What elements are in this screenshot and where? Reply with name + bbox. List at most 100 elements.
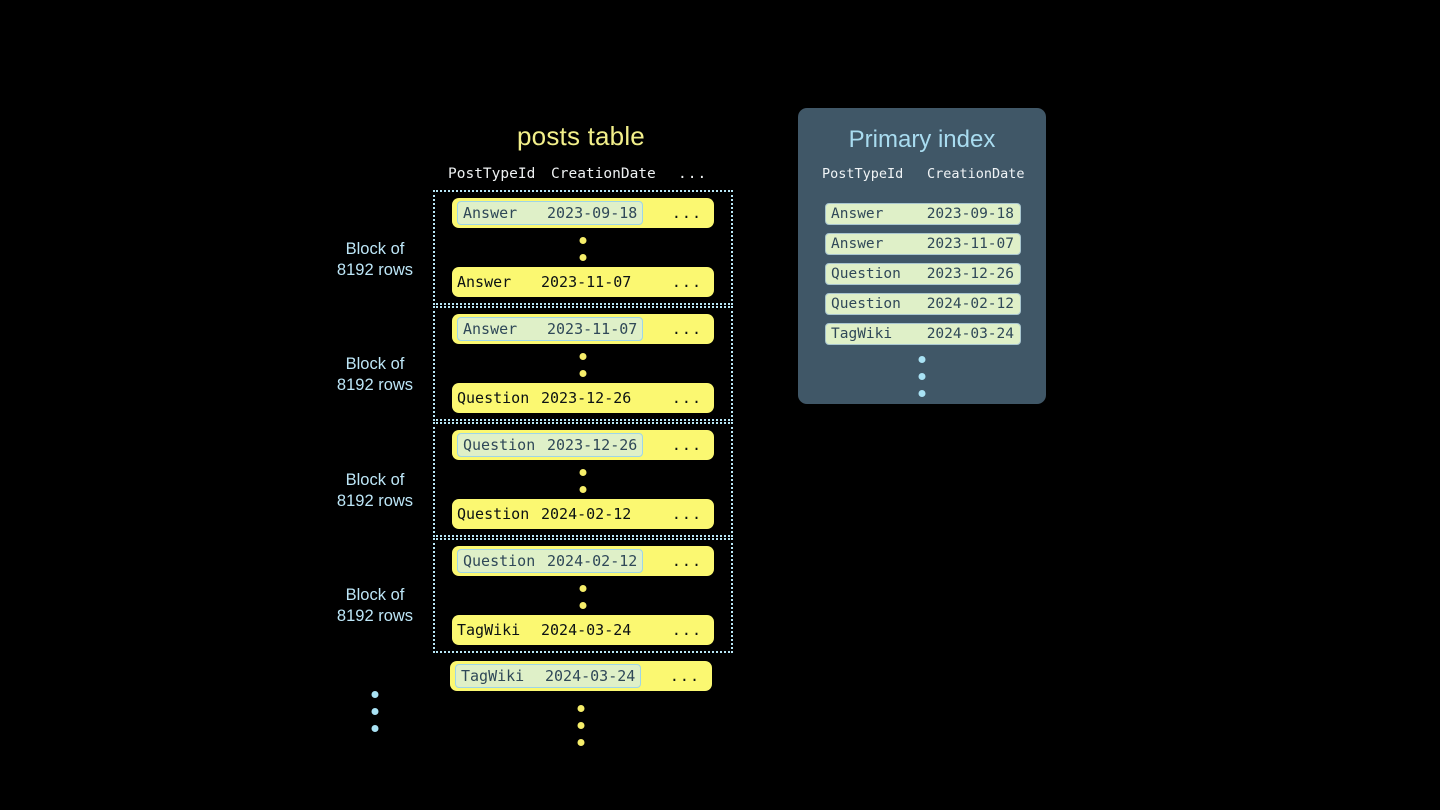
cell-posttypeid: Question xyxy=(457,389,530,407)
block-label-line1: Block of xyxy=(345,240,405,258)
dot xyxy=(579,353,587,360)
cell-posttypeid: Answer xyxy=(831,206,884,222)
cell-ellipsis: ... xyxy=(669,667,700,685)
cell-posttypeid: TagWiki xyxy=(831,326,893,342)
row-cells: Question 2023-12-26 xyxy=(457,432,644,457)
cell-posttypeid: Question xyxy=(457,505,530,523)
block-label-line2: 8192 rows xyxy=(336,376,414,394)
column-header-posttypeid: PostTypeId xyxy=(448,166,536,182)
dot xyxy=(918,356,926,363)
cell-posttypeid: Question xyxy=(463,551,536,570)
index-row[interactable]: Question 2024-02-12 xyxy=(825,293,1021,315)
cell-posttypeid: Question xyxy=(831,266,901,282)
column-header-posttypeid: PostTypeId xyxy=(822,166,904,182)
cell-posttypeid: Answer xyxy=(463,319,518,338)
cell-creationdate: 2024-03-24 xyxy=(926,326,1014,342)
index-row[interactable]: Question 2023-12-26 xyxy=(825,263,1021,285)
table-block: Question 2023-12-26 ... Question 2024-02-1… xyxy=(433,422,733,537)
dot xyxy=(579,370,587,377)
table-block: Question 2024-02-12 ... TagWiki 2024-03-24… xyxy=(433,538,733,653)
block-label-line1: Block of xyxy=(345,471,405,489)
cell-creationdate: 2023-11-07 xyxy=(541,273,632,291)
cell-creationdate: 2024-03-24 xyxy=(545,666,636,685)
dot xyxy=(371,708,379,715)
dot xyxy=(371,691,379,698)
table-row[interactable]: TagWiki 2024-03-24 ... xyxy=(450,661,712,691)
column-header-creationdate: CreationDate xyxy=(927,166,1025,182)
cell-ellipsis: ... xyxy=(671,621,702,639)
cell-posttypeid: Answer xyxy=(831,236,884,252)
cell-ellipsis: ... xyxy=(671,505,702,523)
table-row[interactable]: Question 2023-12-26 ... xyxy=(452,430,714,460)
block-label-line2: 8192 rows xyxy=(336,607,414,625)
primary-index-rows: Answer 2023-09-18 Answer 2023-11-07 Ques… xyxy=(825,203,1021,353)
dot xyxy=(577,705,585,712)
cell-creationdate: 2024-02-12 xyxy=(547,551,638,570)
posts-table-title: posts table xyxy=(517,121,645,151)
block-label-line1: Block of xyxy=(345,355,405,373)
block-label-line1: Block of xyxy=(345,586,405,604)
block-label-line2: 8192 rows xyxy=(336,492,414,510)
column-header-creationdate: CreationDate xyxy=(551,166,656,182)
index-continuation-dots xyxy=(918,351,926,402)
row-cells: Question 2023-12-26 xyxy=(457,386,631,410)
dot xyxy=(577,739,585,746)
column-header-ellipsis: ... xyxy=(678,166,708,182)
dot xyxy=(918,373,926,380)
cell-ellipsis: ... xyxy=(671,204,702,222)
cell-ellipsis: ... xyxy=(671,320,702,338)
table-row[interactable]: Question 2023-12-26 ... xyxy=(452,383,714,413)
dot xyxy=(579,585,587,592)
cell-creationdate: 2023-11-07 xyxy=(926,236,1014,252)
cell-creationdate: 2023-09-18 xyxy=(926,206,1014,222)
cell-creationdate: 2023-12-26 xyxy=(547,435,638,454)
dot xyxy=(577,722,585,729)
row-cells: Question 2024-02-12 xyxy=(457,502,631,526)
table-row[interactable]: Question 2024-02-12 ... xyxy=(452,499,714,529)
posts-table-column-headers: PostTypeId CreationDate ... xyxy=(448,166,716,186)
dot xyxy=(918,390,926,397)
cell-creationdate: 2024-03-24 xyxy=(541,621,632,639)
cell-posttypeid: TagWiki xyxy=(461,666,525,685)
row-cells: Answer 2023-09-18 xyxy=(457,200,644,225)
cell-posttypeid: Question xyxy=(831,296,901,312)
dot xyxy=(579,237,587,244)
block-label: Block of 8192 rows xyxy=(300,585,450,627)
table-row[interactable]: TagWiki 2024-03-24 ... xyxy=(452,615,714,645)
cell-posttypeid: TagWiki xyxy=(457,621,521,639)
primary-index-column-headers: PostTypeId CreationDate xyxy=(822,166,1032,186)
cell-creationdate: 2023-09-18 xyxy=(547,203,638,222)
cell-creationdate: 2024-02-12 xyxy=(541,505,632,523)
block-label-line2: 8192 rows xyxy=(336,261,414,279)
primary-index-panel: Primary index PostTypeId CreationDate An… xyxy=(798,108,1046,404)
primary-index-title: Primary index xyxy=(848,126,996,153)
dot xyxy=(579,602,587,609)
block-label: Block of 8192 rows xyxy=(300,354,450,396)
cell-ellipsis: ... xyxy=(671,389,702,407)
cell-posttypeid: Answer xyxy=(457,273,512,291)
dot xyxy=(579,469,587,476)
cell-posttypeid: Answer xyxy=(463,203,518,222)
table-row[interactable]: Answer 2023-09-18 ... xyxy=(452,198,714,228)
cell-creationdate: 2024-02-12 xyxy=(926,296,1014,312)
block-label: Block of 8192 rows xyxy=(300,239,450,281)
row-cells: Answer 2023-11-07 xyxy=(457,270,631,294)
dot xyxy=(579,486,587,493)
index-row[interactable]: Answer 2023-11-07 xyxy=(825,233,1021,255)
index-row[interactable]: Answer 2023-09-18 xyxy=(825,203,1021,225)
cell-posttypeid: Question xyxy=(463,435,536,454)
table-block: Answer 2023-09-18 ... Answer 2023-11-07 ..… xyxy=(433,190,733,305)
block-label: Block of 8192 rows xyxy=(300,470,450,512)
cell-ellipsis: ... xyxy=(671,436,702,454)
index-row[interactable]: TagWiki 2024-03-24 xyxy=(825,323,1021,345)
row-cells: Question 2024-02-12 xyxy=(457,548,644,573)
cell-creationdate: 2023-12-26 xyxy=(541,389,632,407)
table-continuation-dots xyxy=(577,700,585,751)
